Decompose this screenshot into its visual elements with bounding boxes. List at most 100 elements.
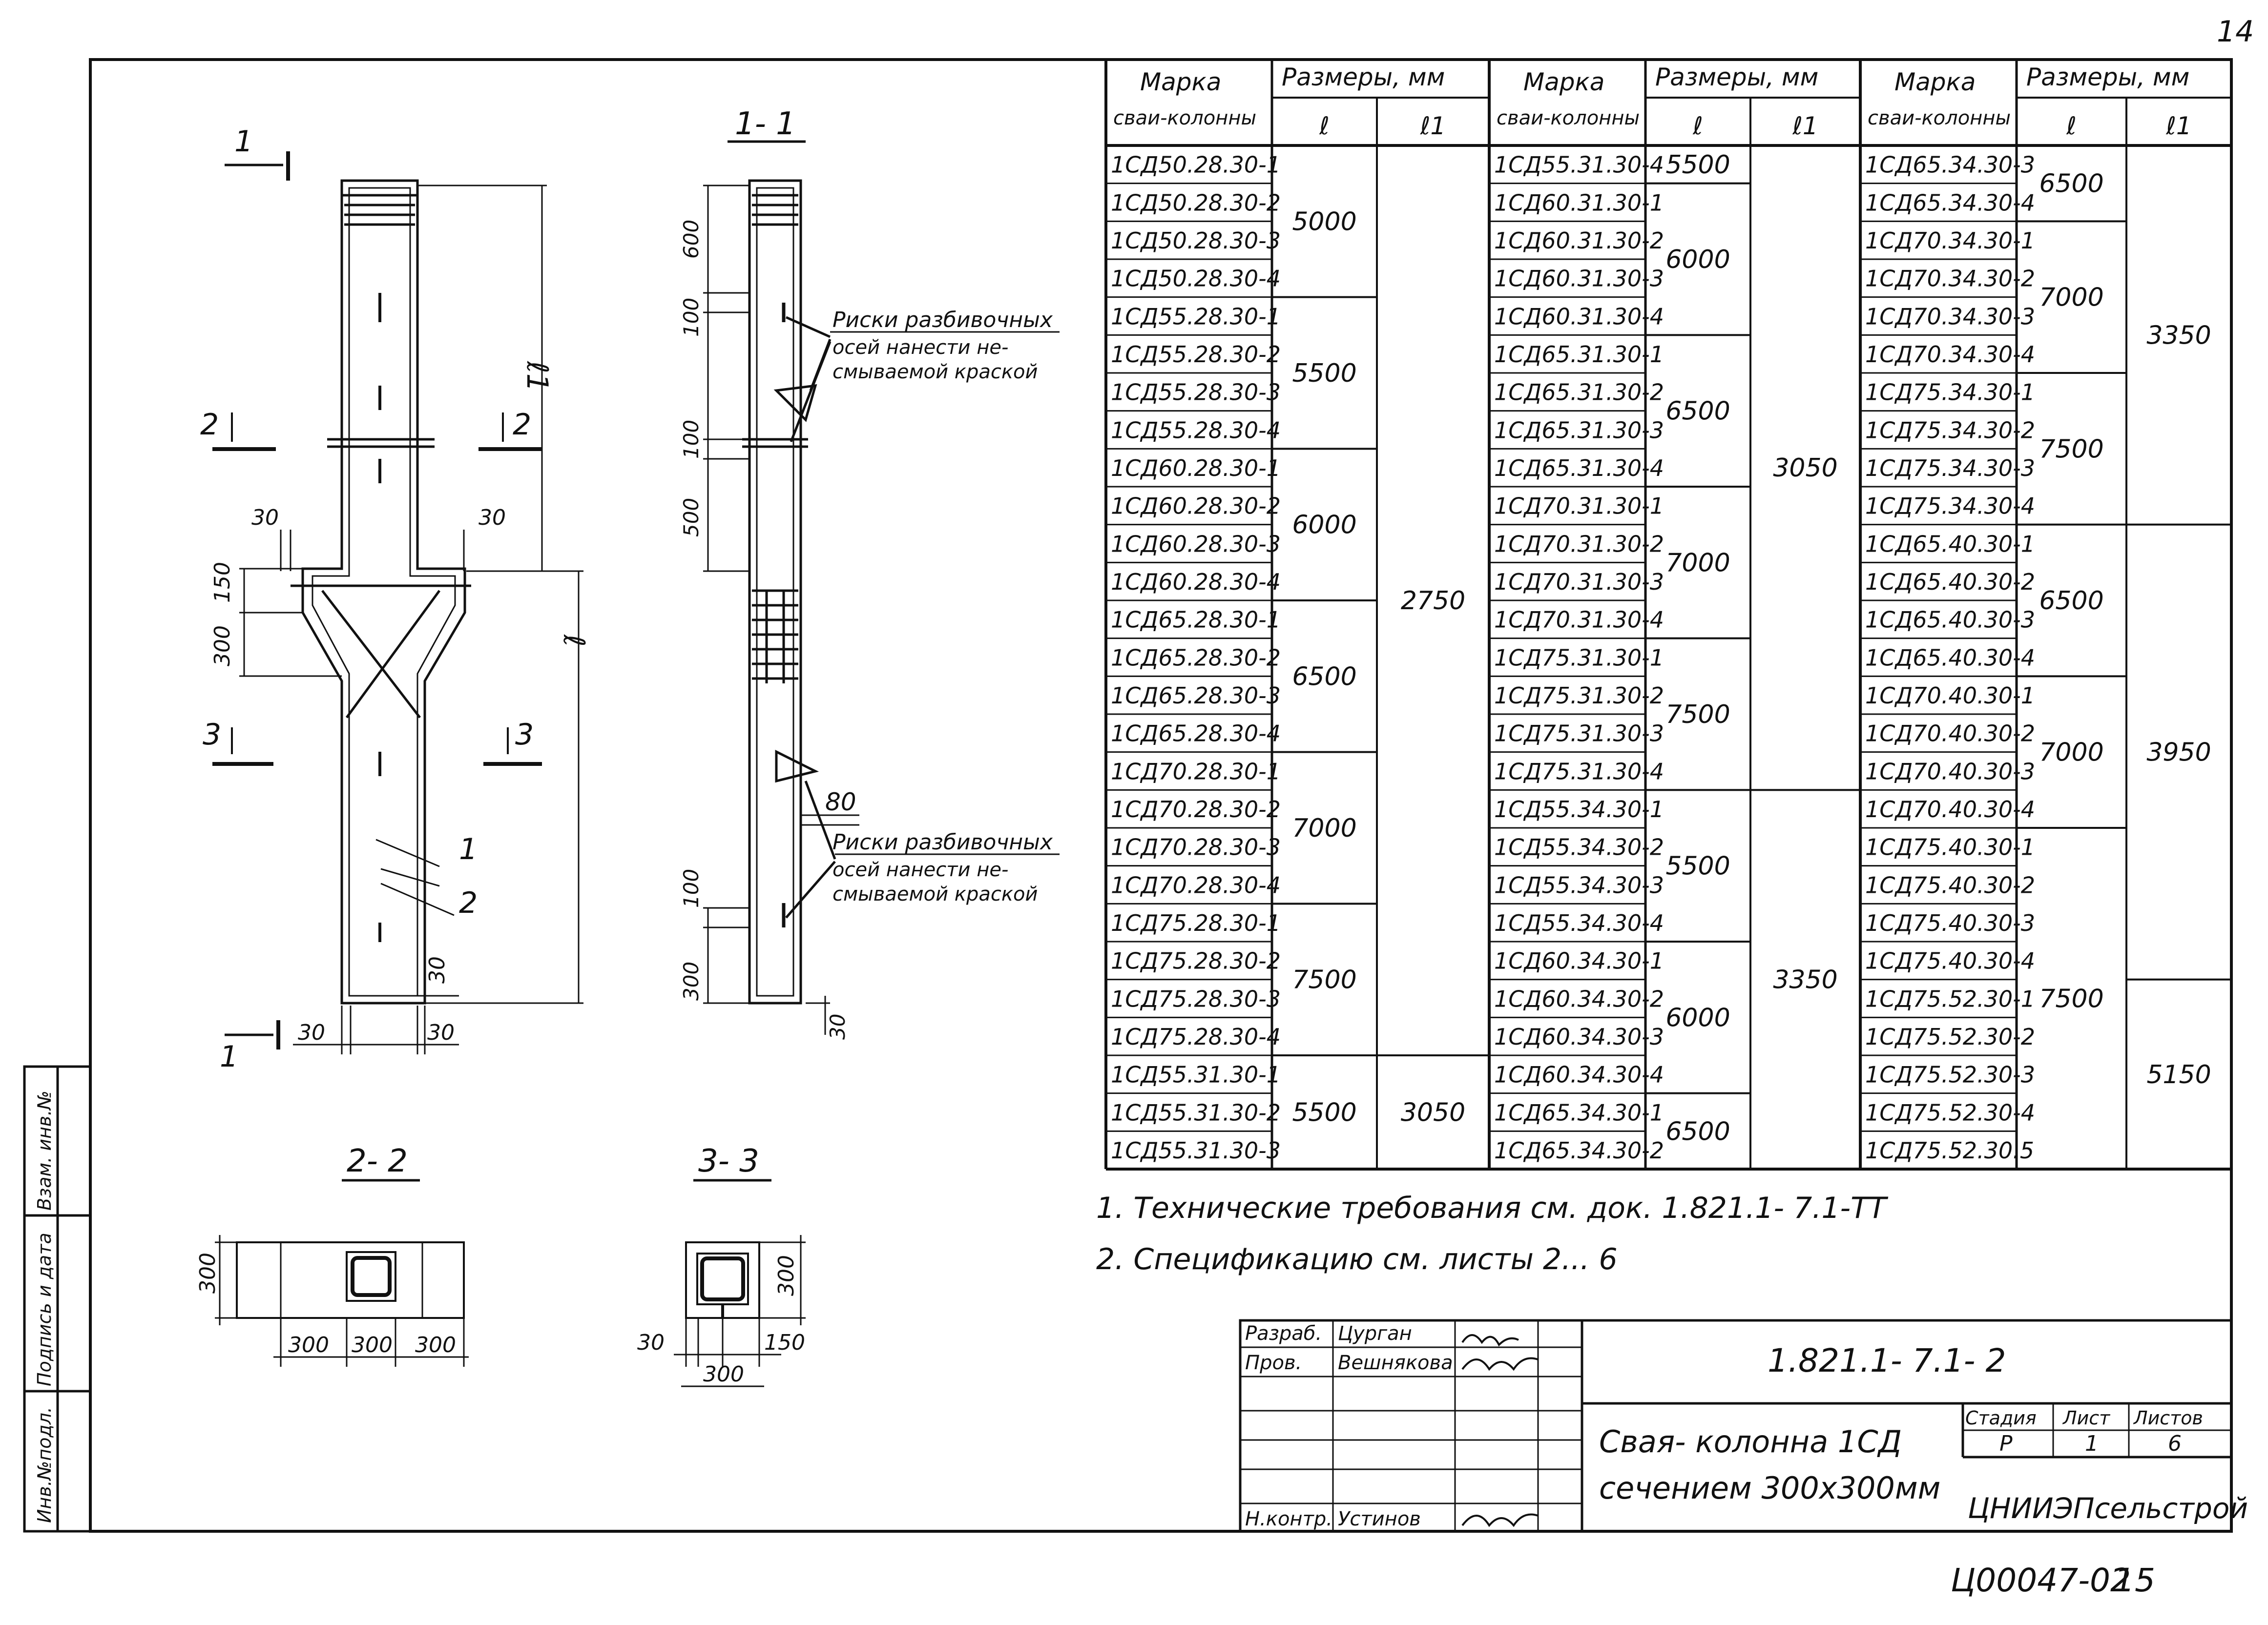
table-cell-mark: 1СД50.28.30-1 (1111, 152, 1281, 178)
s11-dim-80: 80 (825, 788, 856, 816)
table-cell-mark: 1СД75.52.30-4 (1865, 1099, 2035, 1126)
table-cell-mark: 1СД70.34.30-4 (1865, 341, 2035, 368)
table-cell-mark: 1СД75.52.30-3 (1865, 1062, 2035, 1088)
table-cell-mark: 1СД55.34.30-2 (1494, 834, 1664, 861)
table-cell-mark: 1СД70.40.30-2 (1865, 720, 2035, 747)
tb-doc-code: 1.821.1- 7.1- 2 (1768, 1342, 2006, 1379)
table-cell-mark: 1СД65.28.30-1 (1111, 607, 1281, 633)
table-cell-mark: 1СД75.28.30-1 (1111, 910, 1281, 936)
table-cell-mark: 1СД75.52.30-2 (1865, 1024, 2035, 1050)
table-cell-mark: 1СД70.31.30-2 (1494, 531, 1664, 557)
s33-dim-30: 30 (637, 1330, 665, 1355)
header-l1-2: ℓ1 (1792, 112, 1818, 140)
dim-30-bottom-right: 30 (427, 1020, 455, 1045)
table-cell-mark: 1СД60.31.30-4 (1494, 303, 1664, 329)
header-mark-1: Марка (1140, 68, 1221, 96)
table-cell-mark: 1СД55.28.30-2 (1111, 341, 1281, 368)
side-stamp-inv: Инв.№подл. (34, 1407, 55, 1523)
table-cell-mark: 1СД55.34.30-4 (1494, 910, 1664, 936)
s11-note-bottom-3: смываемой краской (832, 883, 1038, 905)
tb-sheet-label: Лист (2062, 1407, 2111, 1429)
table-cell-mark: 1СД70.28.30-1 (1111, 758, 1281, 784)
table-cell-mark: 1СД70.28.30-4 (1111, 872, 1281, 898)
table-cell-mark: 1СД60.31.30-1 (1494, 189, 1664, 216)
section-mark-2-right: 2 (513, 408, 531, 442)
table-cell-l1: 3050 (1773, 453, 1837, 483)
tb-role-6: Н.контр. (1245, 1508, 1332, 1530)
header-mark-3: Марка (1894, 68, 1976, 96)
table-cell-mark: 1СД55.28.30-4 (1111, 417, 1281, 443)
side-stamp-repl: Взам. инв.№ (34, 1090, 55, 1211)
table-cell-mark: 1СД55.31.30-2 (1111, 1099, 1281, 1126)
header-size-3: Размеры, мм (2026, 63, 2189, 91)
table-cell-l1: 3050 (1401, 1098, 1465, 1128)
table-cell-mark: 1СД60.28.30-2 (1111, 493, 1281, 519)
signature-3 (1461, 1513, 1539, 1527)
table-cell-l: 7500 (2039, 985, 2103, 1014)
table-cell-l: 6000 (1665, 1003, 1730, 1032)
section-mark-1-top: 1 (234, 124, 253, 159)
s11-note-top-3: смываемой краской (832, 361, 1038, 383)
table-cell-mark: 1СД75.31.30-2 (1494, 682, 1664, 709)
tb-sheets-label: Листов (2133, 1407, 2203, 1429)
table-cell-mark: 1СД65.40.30-2 (1865, 569, 2035, 595)
pile-elevation (212, 151, 583, 1054)
table-cell-mark: 1СД60.28.30-3 (1111, 531, 1281, 557)
dim-30-right: 30 (479, 505, 506, 530)
dim-l: ℓ (557, 634, 591, 647)
dim-l1: ℓ1 (520, 361, 554, 392)
table-cell-l: 5000 (1292, 207, 1356, 236)
section-1-1-view (703, 179, 1060, 1035)
table-cell-mark: 1СД55.31.30-3 (1111, 1137, 1281, 1164)
note-1: 1. Технические требования см. док. 1.821… (1096, 1191, 1889, 1225)
note-2: 2. Спецификацию см. листы 2... 6 (1096, 1242, 1618, 1276)
table-cell-mark: 1СД65.28.30-4 (1111, 720, 1281, 747)
table-cell-mark: 1СД70.28.30-3 (1111, 834, 1281, 861)
table-cell-mark: 1СД55.31.30-4 (1494, 152, 1664, 178)
table-cell-mark: 1СД55.34.30-3 (1494, 872, 1664, 898)
table-cell-mark: 1СД65.31.30-1 (1494, 341, 1664, 368)
table-cell-l: 6500 (1665, 397, 1730, 426)
s11-note-top-2: осей нанести не- (832, 336, 1008, 359)
table-cell-mark: 1СД70.40.30-1 (1865, 682, 2035, 709)
table-cell-mark: 1СД70.31.30-1 (1494, 493, 1664, 519)
section-mark-3-left: 3 (203, 718, 221, 752)
table-cell-l: 5500 (1665, 150, 1730, 180)
archive-page: 15 (2114, 1562, 2155, 1599)
table-cell-mark: 1СД65.40.30-1 (1865, 531, 2035, 557)
table-cell-mark: 1СД75.40.30-2 (1865, 872, 2035, 898)
s11-note-bottom-2: осей нанести не- (832, 859, 1008, 881)
side-stamp-sign: Подпись и дата (34, 1233, 55, 1386)
table-cell-mark: 1СД70.34.30-1 (1865, 227, 2035, 254)
tb-stage: Р (1999, 1431, 2013, 1456)
table-cell-mark: 1СД70.40.30-3 (1865, 758, 2035, 784)
header-l1-1: ℓ1 (1420, 112, 1446, 140)
table-cell-mark: 1СД70.31.30-3 (1494, 569, 1664, 595)
tb-role-1: Разраб. (1245, 1322, 1322, 1345)
table-cell-mark: 1СД70.31.30-4 (1494, 607, 1664, 633)
table-cell-l1: 2750 (1401, 586, 1465, 616)
s11-dim-500: 500 (679, 498, 703, 537)
s33-dim-150: 150 (764, 1330, 805, 1355)
section-3-3-title: 3- 3 (698, 1143, 759, 1179)
tb-sheet: 1 (2085, 1431, 2099, 1456)
table-cell-mark: 1СД75.34.30-3 (1865, 455, 2035, 481)
s33-dim-300-h: 300 (703, 1362, 744, 1387)
s11-dim-30: 30 (826, 1014, 850, 1040)
table-cell-mark: 1СД75.40.30-4 (1865, 948, 2035, 974)
table-cell-mark: 1СД65.40.30-4 (1865, 644, 2035, 671)
table-cell-mark: 1СД55.31.30-1 (1111, 1062, 1281, 1088)
table-cell-mark: 1СД70.40.30-4 (1865, 796, 2035, 823)
table-cell-mark: 1СД75.34.30-1 (1865, 379, 2035, 406)
s11-dim-100b: 100 (679, 420, 703, 459)
section-mark-3-right: 3 (515, 718, 534, 752)
tb-name-6: Устинов (1338, 1508, 1421, 1530)
table-cell-mark: 1СД75.31.30-3 (1494, 720, 1664, 747)
table-cell-l: 5500 (1665, 852, 1730, 881)
table-cell-mark: 1СД65.34.30-3 (1865, 152, 2035, 178)
table-cell-mark: 1СД65.31.30-3 (1494, 417, 1664, 443)
header-l-1: ℓ (1319, 112, 1330, 140)
title-block (1239, 1319, 2233, 1533)
table-cell-l1: 3350 (1773, 966, 1837, 995)
